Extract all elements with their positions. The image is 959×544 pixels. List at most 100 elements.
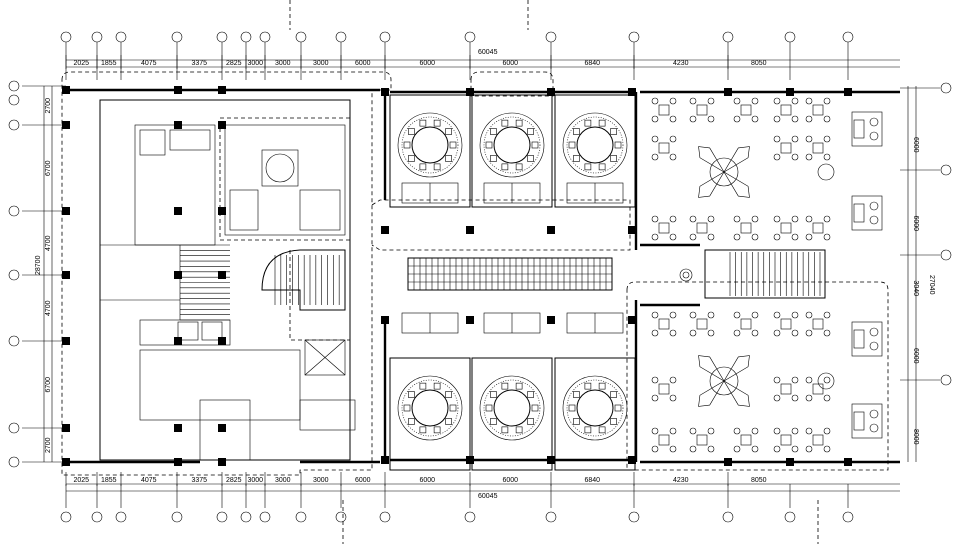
square-table (812, 222, 824, 234)
square-table (740, 222, 752, 234)
dimension-label: 2825 (226, 477, 242, 484)
chair (805, 115, 813, 123)
axis-bubble-bottom (259, 511, 271, 523)
axis-bubble-bottom (379, 511, 391, 523)
chair (751, 311, 759, 319)
chair (584, 119, 592, 127)
chair (515, 382, 523, 390)
round-table-rug-pattern (566, 379, 624, 437)
axis-bubble-top (379, 31, 391, 43)
chair (733, 115, 741, 123)
column (786, 458, 794, 466)
column (466, 316, 474, 324)
chair (751, 329, 759, 337)
chair (515, 163, 523, 171)
chair (707, 233, 715, 241)
chair (773, 215, 781, 223)
sofa-set (851, 111, 883, 147)
sofa-set (851, 321, 883, 357)
dining-room-wall (554, 357, 636, 471)
chair (805, 329, 813, 337)
chair (669, 135, 677, 143)
column (174, 271, 182, 279)
chair (805, 153, 813, 161)
dimension-label: 4700 (45, 300, 52, 316)
armchair (869, 409, 879, 419)
chair (805, 97, 813, 105)
column (218, 207, 226, 215)
chair (823, 215, 831, 223)
dimension-label: 6840 (585, 60, 601, 67)
column (62, 458, 70, 466)
axis-bubble-right (940, 249, 952, 261)
chair (689, 445, 697, 453)
axis-bubble-top (335, 31, 347, 43)
dimension-label: 3000 (313, 477, 329, 484)
square-table (812, 318, 824, 330)
chair (531, 141, 539, 149)
square-table (658, 222, 670, 234)
dimension-label: 6000 (912, 216, 919, 232)
chair (823, 427, 831, 435)
column (62, 337, 70, 345)
chair (733, 215, 741, 223)
dimension-label: 4075 (141, 60, 157, 67)
column (547, 88, 555, 96)
dimension-label: 2700 (45, 437, 52, 453)
chair (584, 163, 592, 171)
round-table-rug (479, 375, 545, 441)
chair (419, 163, 427, 171)
sofa (853, 119, 865, 139)
armchair (869, 341, 879, 351)
dimension-label: 4230 (673, 60, 689, 67)
square-table (740, 434, 752, 446)
axis-bubble-bottom (545, 511, 557, 523)
chair (751, 115, 759, 123)
column (174, 458, 182, 466)
square-table (780, 222, 792, 234)
chair (651, 394, 659, 402)
chair (501, 119, 509, 127)
chair (689, 427, 697, 435)
dimension-label: 6000 (420, 60, 436, 67)
column (62, 424, 70, 432)
chair (610, 155, 617, 162)
dimension-label: 6000 (355, 60, 371, 67)
right-total-dim: 27040 (928, 275, 935, 295)
axis-bubble-bottom (842, 511, 854, 523)
dimension-label: 8050 (751, 477, 767, 484)
feature-petal (698, 355, 725, 382)
dimension-label: 4700 (45, 235, 52, 251)
dimension-label: 6000 (503, 477, 519, 484)
column (466, 88, 474, 96)
axis-bubble-left (8, 456, 20, 468)
round-table-rug (479, 112, 545, 178)
chair (773, 233, 781, 241)
chair (651, 427, 659, 435)
axis-bubble-top (259, 31, 271, 43)
axis-bubble-bottom (91, 511, 103, 523)
axis-bubble-left (8, 119, 20, 131)
axis-bubble-bottom (115, 511, 127, 523)
chair (531, 404, 539, 412)
chair (501, 426, 509, 434)
chair (584, 382, 592, 390)
chair (791, 376, 799, 384)
chair (573, 418, 580, 425)
dimension-label: 6000 (420, 477, 436, 484)
chair (490, 418, 497, 425)
chair (791, 153, 799, 161)
chair (751, 215, 759, 223)
chair (805, 233, 813, 241)
axis-bubble-top (784, 31, 796, 43)
armchair (869, 327, 879, 337)
chair (733, 97, 741, 105)
chair (773, 311, 781, 319)
chair (651, 153, 659, 161)
square-table (658, 142, 670, 154)
column (724, 458, 732, 466)
chair (408, 155, 415, 162)
square-table (658, 104, 670, 116)
chair (445, 128, 452, 135)
